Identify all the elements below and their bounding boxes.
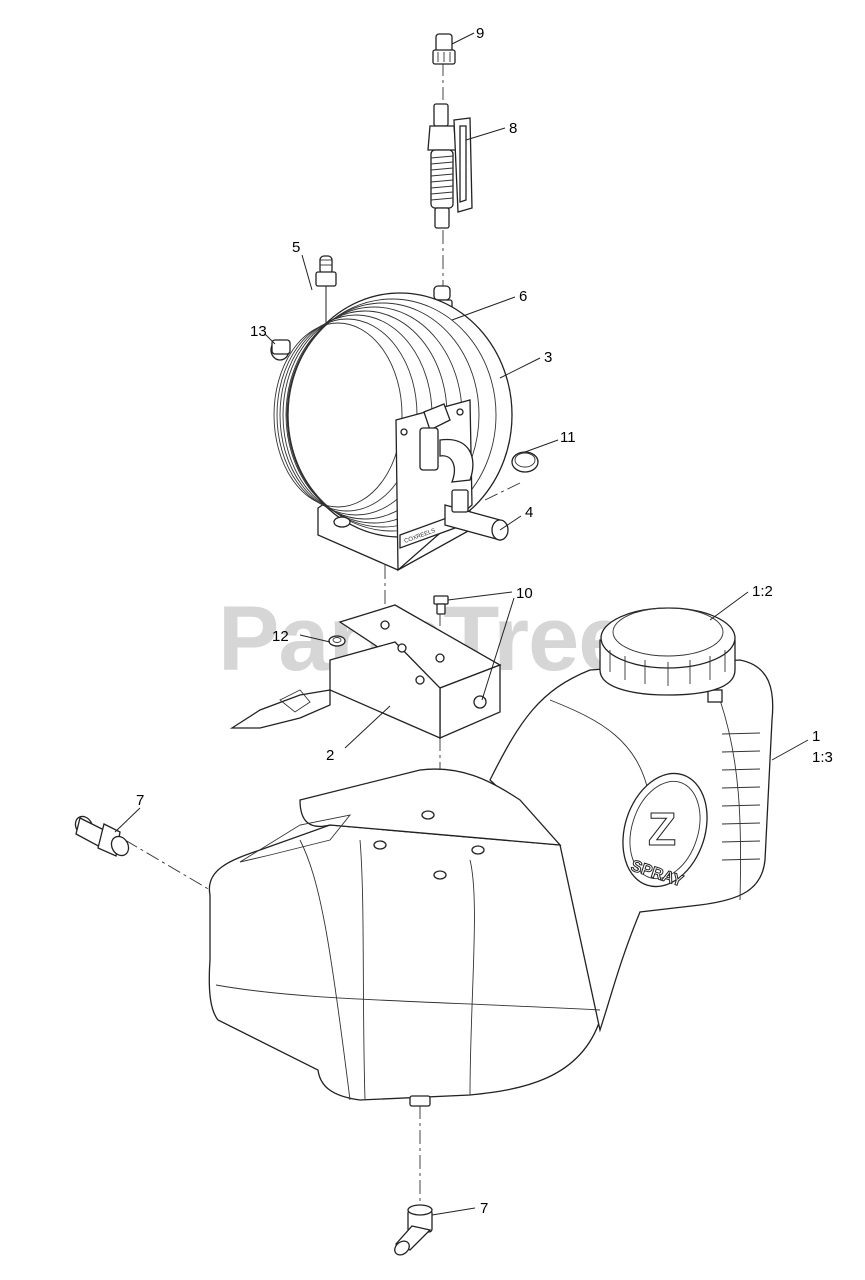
callout-5: 5 xyxy=(292,239,300,256)
part-9-nozzle-tip[interactable] xyxy=(432,33,456,65)
part-13-plug[interactable] xyxy=(270,339,291,361)
callout-4: 4 xyxy=(525,504,533,521)
part-1-2-tank-cap[interactable] xyxy=(599,607,736,696)
callout-7-bottom: 7 xyxy=(480,1200,488,1217)
callout-10: 10 xyxy=(516,585,533,602)
part-8-spray-gun[interactable] xyxy=(427,103,473,229)
callout-3: 3 xyxy=(544,349,552,366)
callout-6: 6 xyxy=(519,288,527,305)
callout-7-left: 7 xyxy=(136,792,144,809)
callout-12: 12 xyxy=(272,628,289,645)
callout-1: 1 xyxy=(812,728,820,745)
callout-2: 2 xyxy=(326,747,334,764)
callout-labels: 9 8 5 6 13 3 11 4 10 12 1:2 1 1:3 2 7 7 xyxy=(136,25,833,1217)
part-1-tank[interactable]: Z SPRAY xyxy=(208,659,774,1107)
part-7-barb-fitting-left[interactable] xyxy=(72,813,132,858)
leader-lines xyxy=(114,32,809,1216)
callout-1-2: 1:2 xyxy=(752,583,773,600)
part-3-hose-reel[interactable]: COXREELS xyxy=(273,292,513,572)
callout-9: 9 xyxy=(476,25,484,42)
tank-logo-letter: Z xyxy=(648,803,676,855)
callout-13: 13 xyxy=(250,323,267,340)
part-11-cap[interactable] xyxy=(511,451,539,473)
callout-8: 8 xyxy=(509,120,517,137)
part-2-mounting-bracket[interactable] xyxy=(229,604,502,739)
callout-11: 11 xyxy=(560,429,576,446)
part-5-swivel-fitting[interactable] xyxy=(315,255,337,340)
part-12-nut[interactable] xyxy=(328,635,346,647)
part-7-elbow-fitting-bottom[interactable] xyxy=(392,1204,433,1258)
callout-1-3: 1:3 xyxy=(812,749,833,766)
